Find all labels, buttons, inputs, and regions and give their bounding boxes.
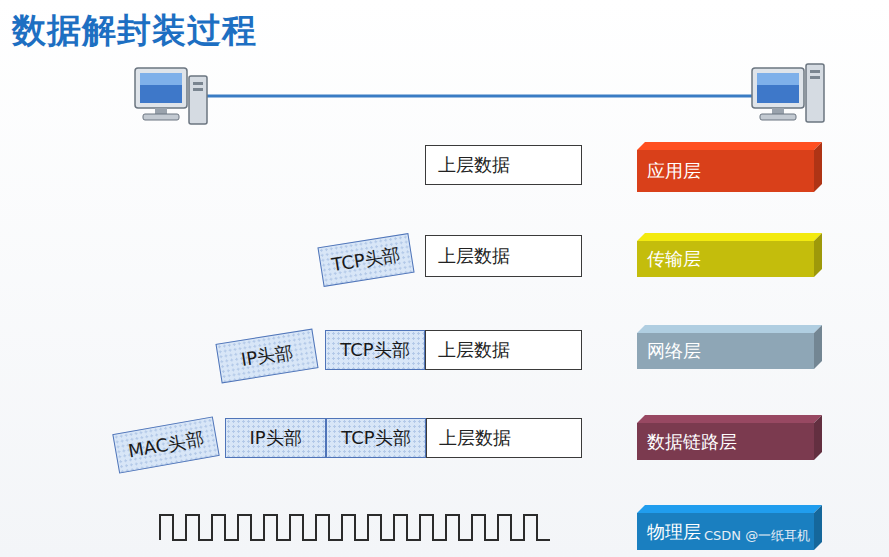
node-text: 网络层 [647,339,701,363]
bar-bevel [637,415,822,423]
node-text: IP头部 [239,340,294,372]
node-text: 物理层 [647,520,701,544]
computer-icon [752,64,824,122]
bar-bevel [814,142,822,192]
node-text: 传输层 [647,247,701,271]
header-box: IP头部 [225,418,326,458]
bar-bevel [814,325,822,369]
watermark: CSDN @一纸耳机 [704,527,810,545]
node-text: MAC头部 [126,427,205,464]
node-text: IP头部 [249,426,301,450]
bar-bevel [637,142,822,150]
node-text: 上层数据 [438,244,510,268]
header-box: MAC头部 [112,416,219,473]
header-box: TCP头部 [317,233,414,287]
computer-icon [135,68,207,124]
bar-bevel [814,415,822,460]
data-box: 上层数据 [426,418,582,458]
bar-bevel [814,505,822,550]
layer-bar: 传输层 [637,241,814,277]
data-box: 上层数据 [425,145,582,185]
node-text: 上层数据 [439,426,511,450]
data-box: 上层数据 [425,235,582,277]
data-box: 上层数据 [425,330,582,370]
header-box: TCP头部 [325,330,425,370]
node-text: TCP头部 [341,426,410,450]
node-text: 上层数据 [438,338,510,362]
layer-bar: 应用层 [637,150,814,192]
bar-bevel [637,505,822,513]
bar-bevel [637,325,822,333]
node-text: 上层数据 [438,153,510,177]
network-link [205,95,752,98]
square-wave [160,515,550,540]
header-box: IP头部 [215,329,318,384]
node-text: 应用层 [647,159,701,183]
node-text: 数据链路层 [647,430,737,454]
node-text: TCP头部 [330,243,402,278]
bar-bevel [814,233,822,277]
node-text: TCP头部 [340,338,409,362]
layer-bar: 数据链路层 [637,423,814,460]
header-box: TCP头部 [326,418,426,458]
bar-bevel [637,233,822,241]
diagram-title: 数据解封装过程 [12,8,257,54]
layer-bar: 网络层 [637,333,814,369]
